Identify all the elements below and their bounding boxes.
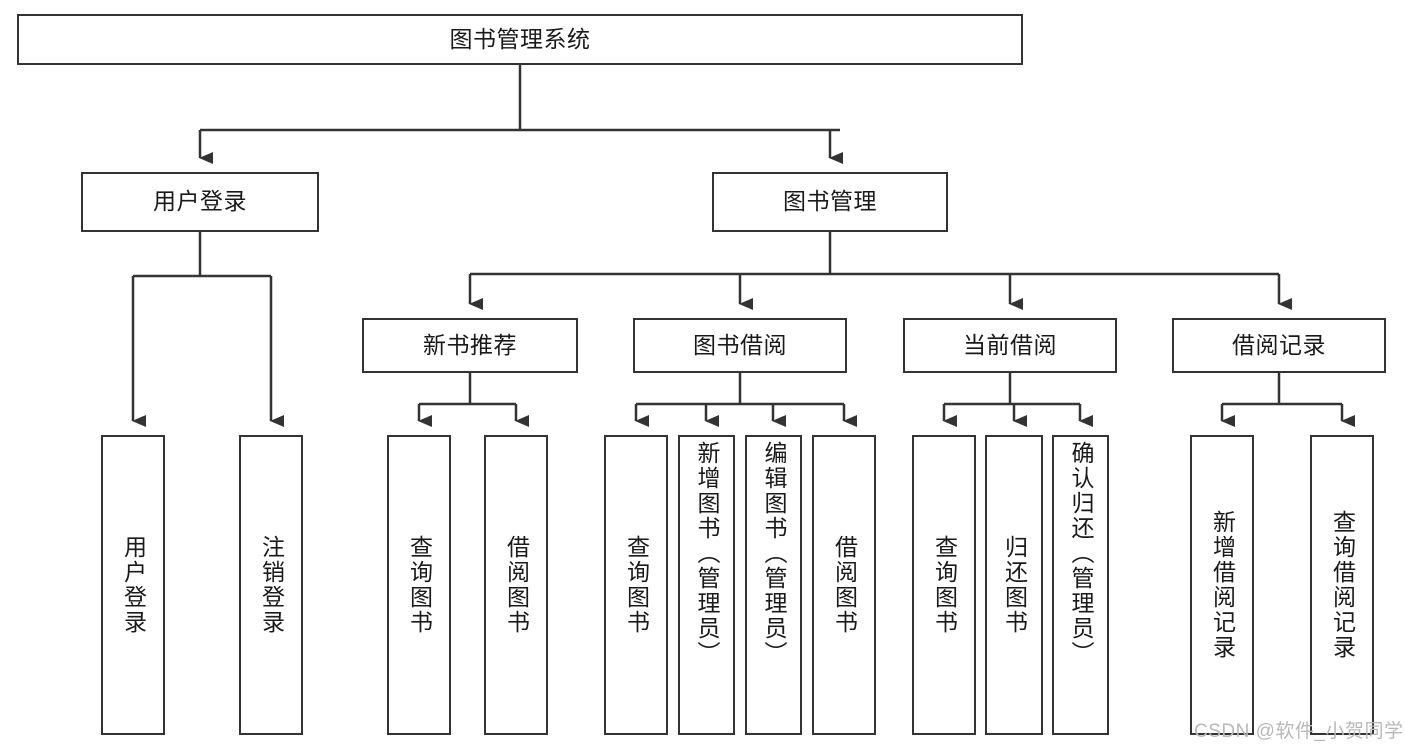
node-leaf-borrow-book-1[interactable]: 借阅图书 — [484, 435, 548, 735]
node-user-login-label: 用户登录 — [153, 188, 247, 215]
node-root-label: 图书管理系统 — [449, 25, 591, 52]
node-leaf-query-borrow-record[interactable]: 查询借阅记录 — [1310, 435, 1374, 735]
node-current-borrow[interactable]: 当前借阅 — [903, 318, 1117, 373]
node-leaf-edit-book[interactable]: 编辑图书（管理员） — [745, 435, 802, 735]
node-leaf-query-book-3-label: 查询图书 — [931, 535, 958, 635]
node-leaf-query-borrow-record-label: 查询借阅记录 — [1329, 510, 1356, 660]
node-leaf-user-login[interactable]: 用户登录 — [101, 435, 165, 735]
node-book-borrow[interactable]: 图书借阅 — [633, 318, 847, 373]
node-user-login[interactable]: 用户登录 — [81, 172, 319, 232]
node-root[interactable]: 图书管理系统 — [17, 14, 1023, 65]
node-borrow-record[interactable]: 借阅记录 — [1172, 318, 1386, 373]
node-leaf-borrow-book-2-label: 借阅图书 — [831, 535, 858, 635]
node-leaf-add-borrow-record[interactable]: 新增借阅记录 — [1190, 435, 1254, 735]
node-current-borrow-label: 当前借阅 — [963, 331, 1057, 358]
node-leaf-user-logout-label: 注销登录 — [258, 535, 285, 635]
node-leaf-query-book-3[interactable]: 查询图书 — [912, 435, 976, 735]
csdn-watermark: CSDN @软件_小贺同学 — [1194, 721, 1404, 742]
node-leaf-return-book[interactable]: 归还图书 — [985, 435, 1043, 735]
node-new-book-recommend-label: 新书推荐 — [423, 331, 517, 358]
node-leaf-user-logout[interactable]: 注销登录 — [239, 435, 303, 735]
node-leaf-query-book-1[interactable]: 查询图书 — [387, 435, 451, 735]
node-leaf-query-book-2-label: 查询图书 — [623, 535, 650, 635]
node-leaf-return-book-label: 归还图书 — [1001, 535, 1028, 635]
node-book-borrow-label: 图书借阅 — [693, 331, 787, 358]
node-leaf-query-book-1-label: 查询图书 — [406, 535, 433, 635]
node-new-book-recommend[interactable]: 新书推荐 — [362, 318, 578, 373]
node-leaf-confirm-return[interactable]: 确认归还（管理员） — [1052, 435, 1109, 735]
node-leaf-borrow-book-1-label: 借阅图书 — [503, 535, 530, 635]
node-leaf-add-borrow-record-label: 新增借阅记录 — [1209, 510, 1236, 660]
node-leaf-borrow-book-2[interactable]: 借阅图书 — [812, 435, 876, 735]
node-leaf-add-book[interactable]: 新增图书（管理员） — [678, 435, 735, 735]
node-leaf-edit-book-label: 编辑图书（管理员） — [761, 441, 787, 666]
node-leaf-confirm-return-label: 确认归还（管理员） — [1068, 441, 1094, 666]
node-leaf-query-book-2[interactable]: 查询图书 — [604, 435, 668, 735]
node-leaf-user-login-label: 用户登录 — [120, 535, 147, 635]
node-borrow-record-label: 借阅记录 — [1232, 331, 1326, 358]
node-book-manage-label: 图书管理 — [783, 188, 877, 215]
node-book-manage[interactable]: 图书管理 — [712, 172, 948, 232]
node-leaf-add-book-label: 新增图书（管理员） — [694, 441, 720, 666]
